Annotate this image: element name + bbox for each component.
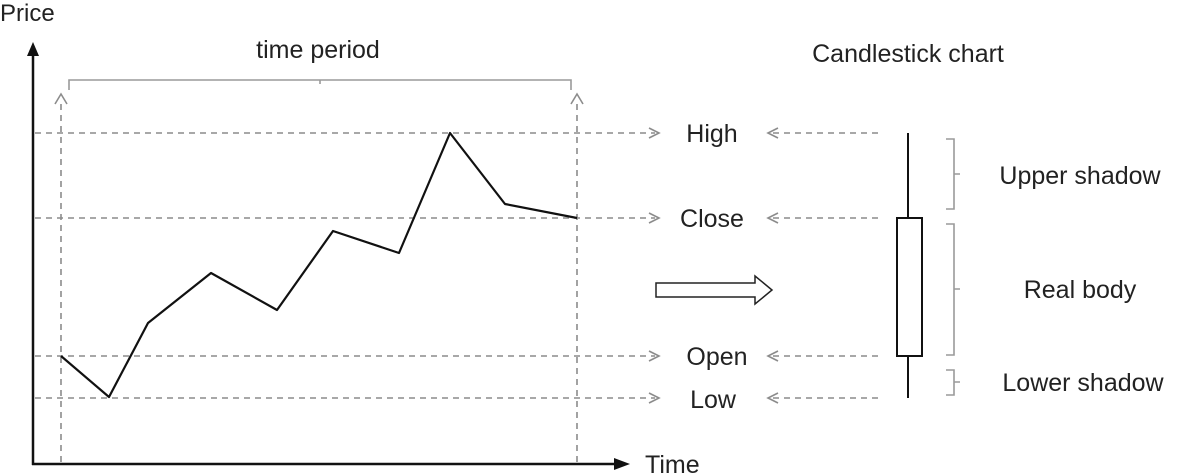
label-lower-shadow: Lower shadow [1002, 369, 1164, 397]
period-start-arrow [54, 92, 68, 105]
label-real-body: Real body [1024, 276, 1137, 304]
x-axis-label: Time [645, 451, 700, 475]
price-level-labels: High Close Open Low [680, 120, 748, 414]
real-body-bracket [946, 223, 960, 356]
time-period-bracket [68, 79, 572, 90]
y-axis-arrow [27, 42, 39, 56]
candle-body [896, 217, 923, 357]
candle-part-labels: Upper shadow Real body Lower shadow [999, 162, 1164, 397]
label-open: Open [686, 343, 747, 371]
y-axis-label: Price [0, 0, 55, 27]
time-period: time period [68, 36, 572, 90]
transform-arrow-icon [655, 274, 774, 306]
time-period-label: time period [256, 36, 380, 64]
lower-shadow-bracket [946, 369, 960, 396]
period-end-arrow [570, 92, 584, 105]
axes: Price Time [0, 0, 700, 475]
label-high: High [686, 120, 737, 148]
candlestick: Candlestick chart [812, 40, 1004, 398]
level-guides-right [766, 127, 878, 404]
period-guides [54, 92, 584, 462]
candlestick-title: Candlestick chart [812, 40, 1004, 68]
upper-shadow-bracket [946, 138, 960, 210]
price-line [60, 131, 578, 399]
candle-part-brackets [946, 138, 960, 396]
label-upper-shadow: Upper shadow [999, 162, 1161, 190]
level-guides-left [35, 127, 661, 404]
label-low: Low [690, 386, 737, 414]
label-close: Close [680, 205, 744, 233]
x-axis-arrow [614, 458, 630, 470]
